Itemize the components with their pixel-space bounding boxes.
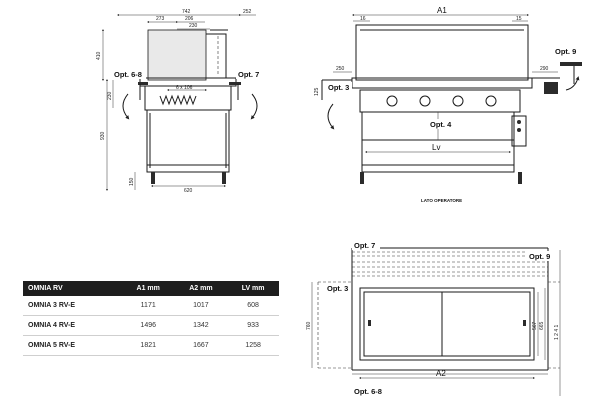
- opt-label-side-left: Opt. 6-8: [114, 70, 142, 79]
- dim-height-top: 410: [96, 51, 102, 60]
- front-view: A1 16 15 Lv 250: [314, 6, 582, 203]
- table-cell-a2: 1342: [174, 315, 228, 336]
- dim-lv: Lv: [432, 143, 440, 152]
- table-header-a2: A2 mm: [174, 281, 228, 296]
- table-cell-a1: 1496: [121, 315, 175, 336]
- table-header-lv: LV mm: [227, 281, 279, 296]
- table-header-a1: A1 mm: [121, 281, 175, 296]
- dim-depth-total: 1 2 4 1: [554, 324, 560, 340]
- opt-label-front-right: Opt. 9: [555, 47, 576, 56]
- dim-height-foot: 150: [129, 177, 135, 186]
- side-glass-panel: [147, 29, 207, 81]
- dim-depth-left: 760: [306, 321, 312, 330]
- table-cell-lv: 608: [227, 296, 279, 316]
- table-header-row: OMNIA RV A1 mm A2 mm LV mm: [23, 281, 279, 296]
- table-cell-a2: 1017: [174, 296, 228, 316]
- dim-left-arm-h: 125: [314, 87, 320, 96]
- table-row: OMNIA 4 RV-E 1496 1342 933: [23, 315, 279, 336]
- table-cell-model: OMNIA 4 RV-E: [23, 315, 122, 336]
- dim-right-arm: 290: [540, 66, 549, 72]
- opt-label-plan-top: Opt. 7: [354, 241, 375, 250]
- tray-pattern: [159, 94, 197, 106]
- opt-label-plan-right: Opt. 9: [529, 252, 550, 261]
- table-cell-a1: 1821: [121, 335, 175, 356]
- dim-mid-part: 206: [185, 16, 194, 22]
- side-view: 742 252 273 206 230 410 930 230 150 6 x …: [96, 9, 262, 194]
- table-cell-a2: 1667: [174, 335, 228, 356]
- opt-label-side-right: Opt. 7: [238, 70, 259, 79]
- table-cell-lv: 933: [227, 315, 279, 336]
- opt-label-front-mid: Opt. 4: [430, 120, 452, 129]
- operator-side-label: LATO OPERATORE: [421, 198, 462, 203]
- table-cell-a1: 1171: [121, 296, 175, 316]
- dim-pitch: 6 x 106: [176, 85, 193, 91]
- dim-left-arm: 250: [336, 66, 345, 72]
- opt-label-plan-left: Opt. 3: [327, 284, 348, 293]
- dim-base-width: 620: [184, 188, 193, 194]
- table-cell-lv: 1258: [227, 335, 279, 356]
- dim-right-part: 230: [189, 23, 198, 29]
- dim-right-gap: 15: [516, 16, 522, 22]
- plan-view: A2 760 567 665 1 2 4 1 Opt. 7 Opt. 9 Opt…: [306, 240, 561, 396]
- heating-elements: [386, 95, 497, 107]
- dim-height-body: 930: [100, 131, 106, 140]
- opt-label-plan-bottom: Opt. 6-8: [354, 387, 382, 396]
- dim-total-depth: 742: [182, 9, 191, 15]
- dim-depth-inner-1: 567: [532, 321, 538, 330]
- table-row: OMNIA 5 RV-E 1821 1667 1258: [23, 335, 279, 356]
- opt-label-front-left: Opt. 3: [328, 83, 349, 92]
- table-row: OMNIA 3 RV-E 1171 1017 608: [23, 296, 279, 316]
- dim-top-depth: 252: [243, 9, 252, 15]
- dim-depth-inner-2: 665: [539, 321, 545, 330]
- dim-left-gap: 16: [360, 16, 366, 22]
- table-header-model: OMNIA RV: [23, 281, 122, 296]
- table-cell-model: OMNIA 3 RV-E: [23, 296, 122, 316]
- dim-height-mid: 230: [107, 91, 113, 100]
- spec-table: OMNIA RV A1 mm A2 mm LV mm OMNIA 3 RV-E …: [23, 281, 279, 356]
- table-cell-model: OMNIA 5 RV-E: [23, 335, 122, 356]
- dim-a1: A1: [437, 6, 447, 15]
- dim-left-part: 273: [156, 16, 165, 22]
- dim-a2: A2: [436, 369, 446, 378]
